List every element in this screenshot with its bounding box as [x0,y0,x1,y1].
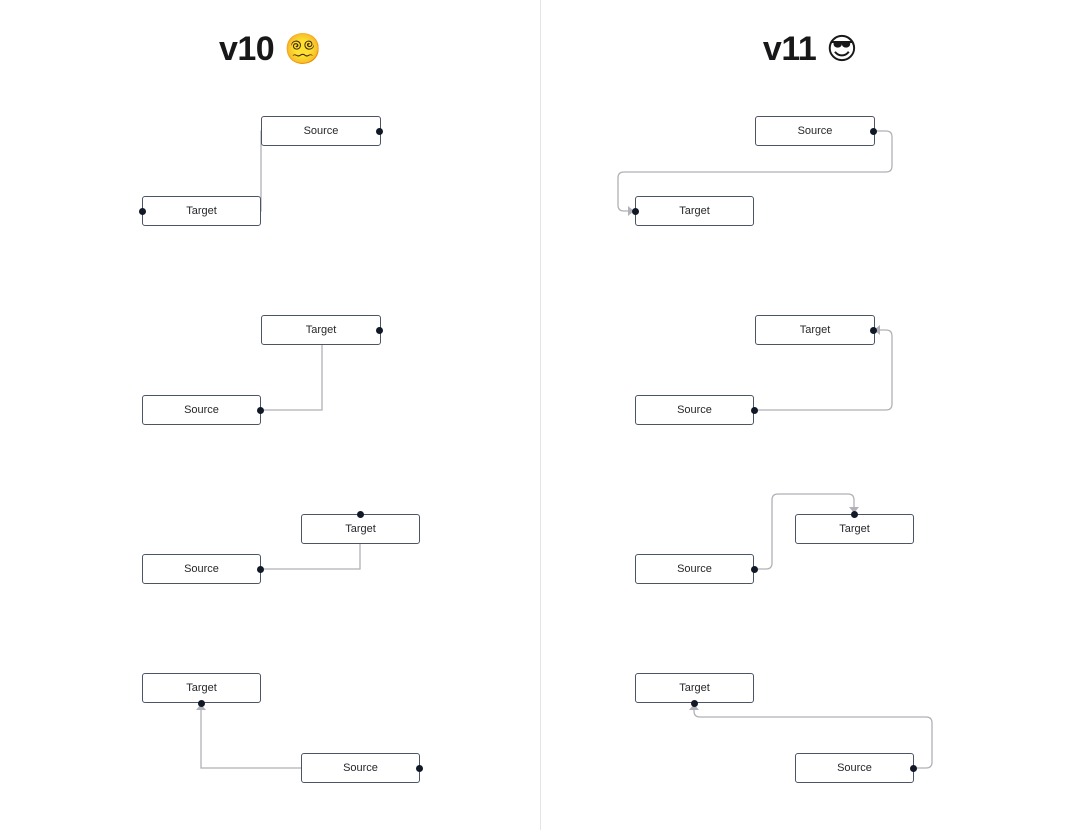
panel-title-label: v10 [218,30,275,68]
handle-source-right[interactable] [869,127,877,135]
panel-title-label: v11 [762,30,817,68]
node-target[interactable]: Target [635,673,754,703]
handle-target-right[interactable] [375,326,383,334]
node-label: Target [186,681,217,694]
node-label: Target [345,522,376,535]
dizzy-face-icon: 😵‍💫 [284,32,322,66]
sunglasses-face-icon: 😎 [826,32,858,66]
node-source[interactable]: Source [301,753,420,783]
node-source[interactable]: Source [795,753,914,783]
node-source[interactable]: Source [635,554,754,584]
node-label: Source [797,124,833,137]
node-label: Source [184,403,219,416]
handle-target-top[interactable] [850,510,858,518]
node-source[interactable]: Source [261,116,381,146]
handle-target-bottom[interactable] [690,699,698,707]
handle-source-right[interactable] [750,565,758,573]
node-target[interactable]: Target [795,514,914,544]
node-label: Target [305,323,337,336]
node-label: Source [184,562,219,575]
handle-source-right[interactable] [909,764,917,772]
handle-source-right[interactable] [256,565,264,573]
node-label: Source [677,403,712,416]
node-label: Source [677,562,712,575]
node-label: Target [679,681,710,694]
node-label: Target [679,204,710,217]
panel-divider [540,0,541,830]
handle-source-right[interactable] [375,127,383,135]
node-label: Source [303,124,339,137]
node-label: Source [837,761,872,774]
handle-source-right[interactable] [415,764,423,772]
node-target[interactable]: Target [635,196,754,226]
handle-target-top[interactable] [356,510,364,518]
handle-target-left[interactable] [631,207,639,215]
node-target[interactable]: Target [142,673,261,703]
node-target[interactable]: Target [142,196,261,226]
node-source[interactable]: Source [142,395,261,425]
node-source[interactable]: Source [635,395,754,425]
handle-source-right[interactable] [256,406,264,414]
node-label: Source [343,761,378,774]
node-label: Target [839,522,870,535]
node-target[interactable]: Target [755,315,875,345]
handle-target-left[interactable] [138,207,146,215]
node-label: Target [799,323,831,336]
node-target[interactable]: Target [301,514,420,544]
node-target[interactable]: Target [261,315,381,345]
handle-target-bottom[interactable] [197,699,205,707]
handle-source-right[interactable] [750,406,758,414]
panel-title-v11: v11 😎 [540,30,1080,69]
node-source[interactable]: Source [142,554,261,584]
node-source[interactable]: Source [755,116,875,146]
panel-title-v10: v10 😵‍💫 [0,30,540,69]
handle-target-right[interactable] [869,326,877,334]
node-label: Target [186,204,217,217]
